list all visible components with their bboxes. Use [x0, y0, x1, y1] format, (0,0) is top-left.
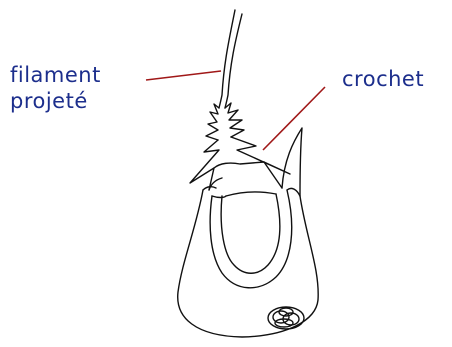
projected-filament	[219, 10, 242, 108]
hook	[209, 128, 302, 196]
filament-label-line1: filament	[10, 62, 101, 88]
crochet-label: crochet	[342, 66, 424, 92]
filament-label: filament projeté	[10, 62, 101, 114]
filament-label-line2: projeté	[10, 88, 101, 114]
filament-leader-line	[146, 71, 221, 80]
barbed-shaft	[190, 103, 290, 190]
crochet-leader-line	[263, 87, 325, 150]
inner-tube	[210, 190, 292, 288]
nucleus	[268, 307, 304, 329]
